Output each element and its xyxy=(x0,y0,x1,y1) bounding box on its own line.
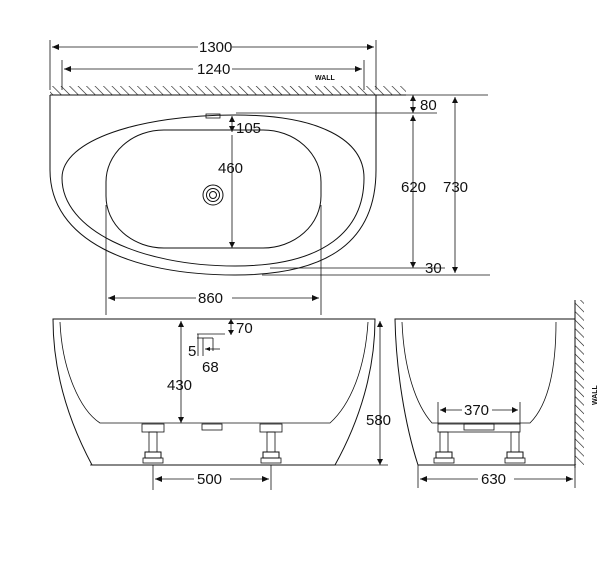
drain-icon xyxy=(202,184,224,206)
dim-basin-depth: 460 xyxy=(218,160,243,177)
foot-left-front xyxy=(141,423,165,464)
dim-front-rim: 30 xyxy=(425,260,442,277)
wall-hatch-top xyxy=(50,86,376,95)
top-view: WALL 1300 1240 xyxy=(49,39,490,315)
front-view: 70 5 68 430 580 500 xyxy=(52,318,391,490)
dim-basin-length: 860 xyxy=(198,290,223,307)
wall-hatch-top-right xyxy=(376,86,406,95)
dim-inner-width: 1240 xyxy=(197,61,230,78)
dim-overall-width: 1300 xyxy=(199,39,232,56)
side-view: WALL 370 630 xyxy=(394,300,599,488)
tub-outline-top xyxy=(49,95,377,276)
foot-left-side xyxy=(433,431,455,464)
tub-body-side xyxy=(394,318,576,466)
foot-right-front xyxy=(259,423,283,464)
tub-basin-top xyxy=(105,129,322,249)
dim-drain-offset: 105 xyxy=(236,120,261,137)
dim-rim-thickness: 70 xyxy=(236,320,253,337)
tub-inner-front xyxy=(59,321,369,424)
overflow-icon xyxy=(205,113,221,119)
dim-rim-depth: 80 xyxy=(420,97,437,114)
dim-overall-depth-side: 630 xyxy=(481,471,506,488)
dim-overflow-width: 68 xyxy=(202,359,219,376)
dim-feet-spacing-side: 370 xyxy=(464,402,489,419)
wall-hatch-side xyxy=(575,300,584,465)
dim-overall-height: 580 xyxy=(366,412,391,429)
tub-rim-top xyxy=(61,114,365,267)
dim-inner-height: 430 xyxy=(167,377,192,394)
tub-body-front xyxy=(52,318,376,466)
foot-right-side xyxy=(504,431,526,464)
wall-label-top: WALL xyxy=(315,75,336,82)
wall-label-side: WALL xyxy=(592,384,599,405)
dim-feet-spacing-front: 500 xyxy=(197,471,222,488)
dim-inner-depth: 620 xyxy=(401,179,426,196)
dim-overall-depth: 730 xyxy=(443,179,468,196)
tub-inner-side xyxy=(401,321,557,424)
dim-overflow-gap: 5 xyxy=(188,343,196,360)
